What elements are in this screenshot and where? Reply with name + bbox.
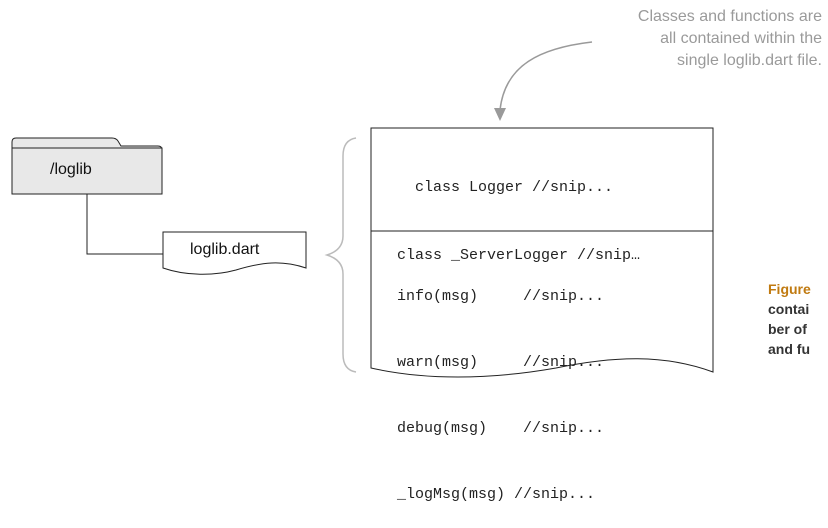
annotation-arrow: [499, 41, 593, 111]
diagram-canvas: [11, 41, 714, 378]
caption-line: and fu: [768, 341, 810, 357]
annotation-line: single loglib.dart file.: [677, 52, 822, 69]
function-declaration: info(msg) //snip...: [397, 288, 605, 305]
caption-line: ber of: [768, 321, 807, 337]
folder-tab: [11, 137, 163, 151]
folder-body: [11, 147, 163, 195]
functions-section: info(msg) //snip... warn(msg) //snip... …: [397, 242, 604, 528]
folder-label: /loglib: [50, 161, 92, 178]
annotation-line: all contained within the: [660, 30, 822, 47]
class-declaration: class Logger //snip...: [415, 179, 614, 196]
figure-caption: Figure contai ber of and fu: [768, 279, 828, 359]
tree-connector: [86, 194, 163, 255]
classes-section: class Logger //snip... class _ServerLogg…: [397, 155, 640, 289]
annotation-text: Classes and functions are all contained …: [560, 6, 822, 72]
caption-line: contai: [768, 301, 810, 317]
document-outline: [370, 127, 714, 378]
annotation-line: Classes and functions are: [637, 8, 822, 25]
class-declaration: class _ServerLogger //snip…: [397, 247, 641, 264]
annotation-arrowhead: [494, 108, 506, 121]
function-declaration: warn(msg) //snip...: [397, 354, 605, 371]
curly-brace: [324, 137, 357, 373]
function-declaration: debug(msg) //snip...: [397, 420, 605, 437]
figure-label: Figure: [768, 281, 811, 297]
file-label: loglib.dart: [190, 241, 260, 258]
function-declaration: _logMsg(msg) //snip...: [397, 486, 596, 503]
file-shape: [162, 231, 307, 275]
